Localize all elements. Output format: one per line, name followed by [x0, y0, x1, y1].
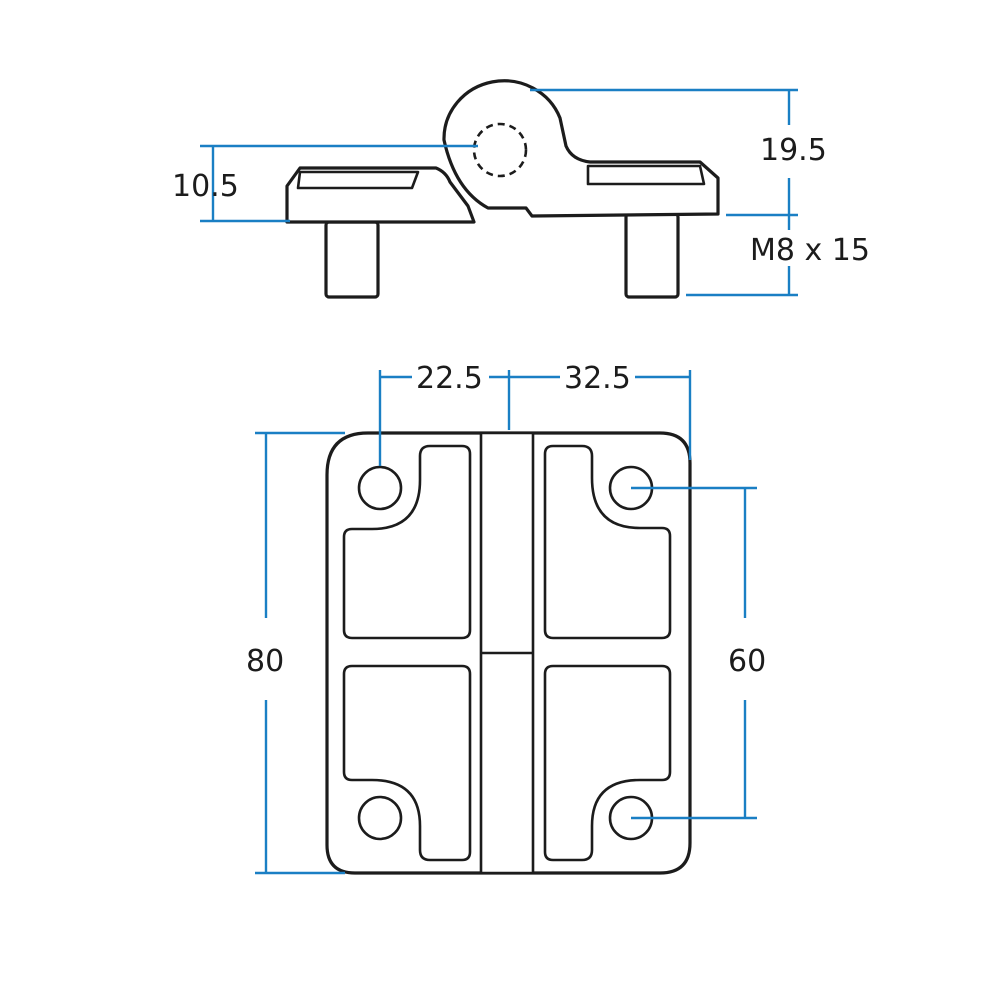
- right-offset-label: 32.5: [564, 361, 631, 396]
- pin-height-label: 10.5: [172, 169, 239, 204]
- overall-height-label: 80: [246, 644, 284, 679]
- knuckle-height-label: 19.5: [760, 133, 827, 168]
- right-top-pocket: [543, 444, 672, 640]
- plan-view-dimensions: 22.5 32.5 80 60: [246, 361, 766, 875]
- side-view-dimensions: 10.5 19.5 M8 x 15: [172, 88, 870, 297]
- mounting-hole-top-left: [357, 465, 403, 511]
- stud-thread-label: M8 x 15: [750, 233, 870, 268]
- mounting-hole-bottom-left: [357, 795, 403, 841]
- left-top-pocket: [342, 444, 472, 640]
- right-bottom-pocket: [543, 664, 672, 862]
- left-leaf-recess: [296, 170, 420, 190]
- knuckle-and-right-leaf: [442, 79, 720, 218]
- hole-spacing-label: 60: [728, 644, 766, 679]
- right-stud: [624, 212, 680, 299]
- right-leaf-recess: [586, 164, 706, 186]
- side-view: [285, 79, 720, 299]
- left-stud: [324, 220, 380, 299]
- plan-view: [325, 431, 692, 875]
- hinge-pin-hidden: [472, 122, 528, 178]
- left-bottom-pocket: [342, 664, 472, 862]
- left-offset-label: 22.5: [416, 361, 483, 396]
